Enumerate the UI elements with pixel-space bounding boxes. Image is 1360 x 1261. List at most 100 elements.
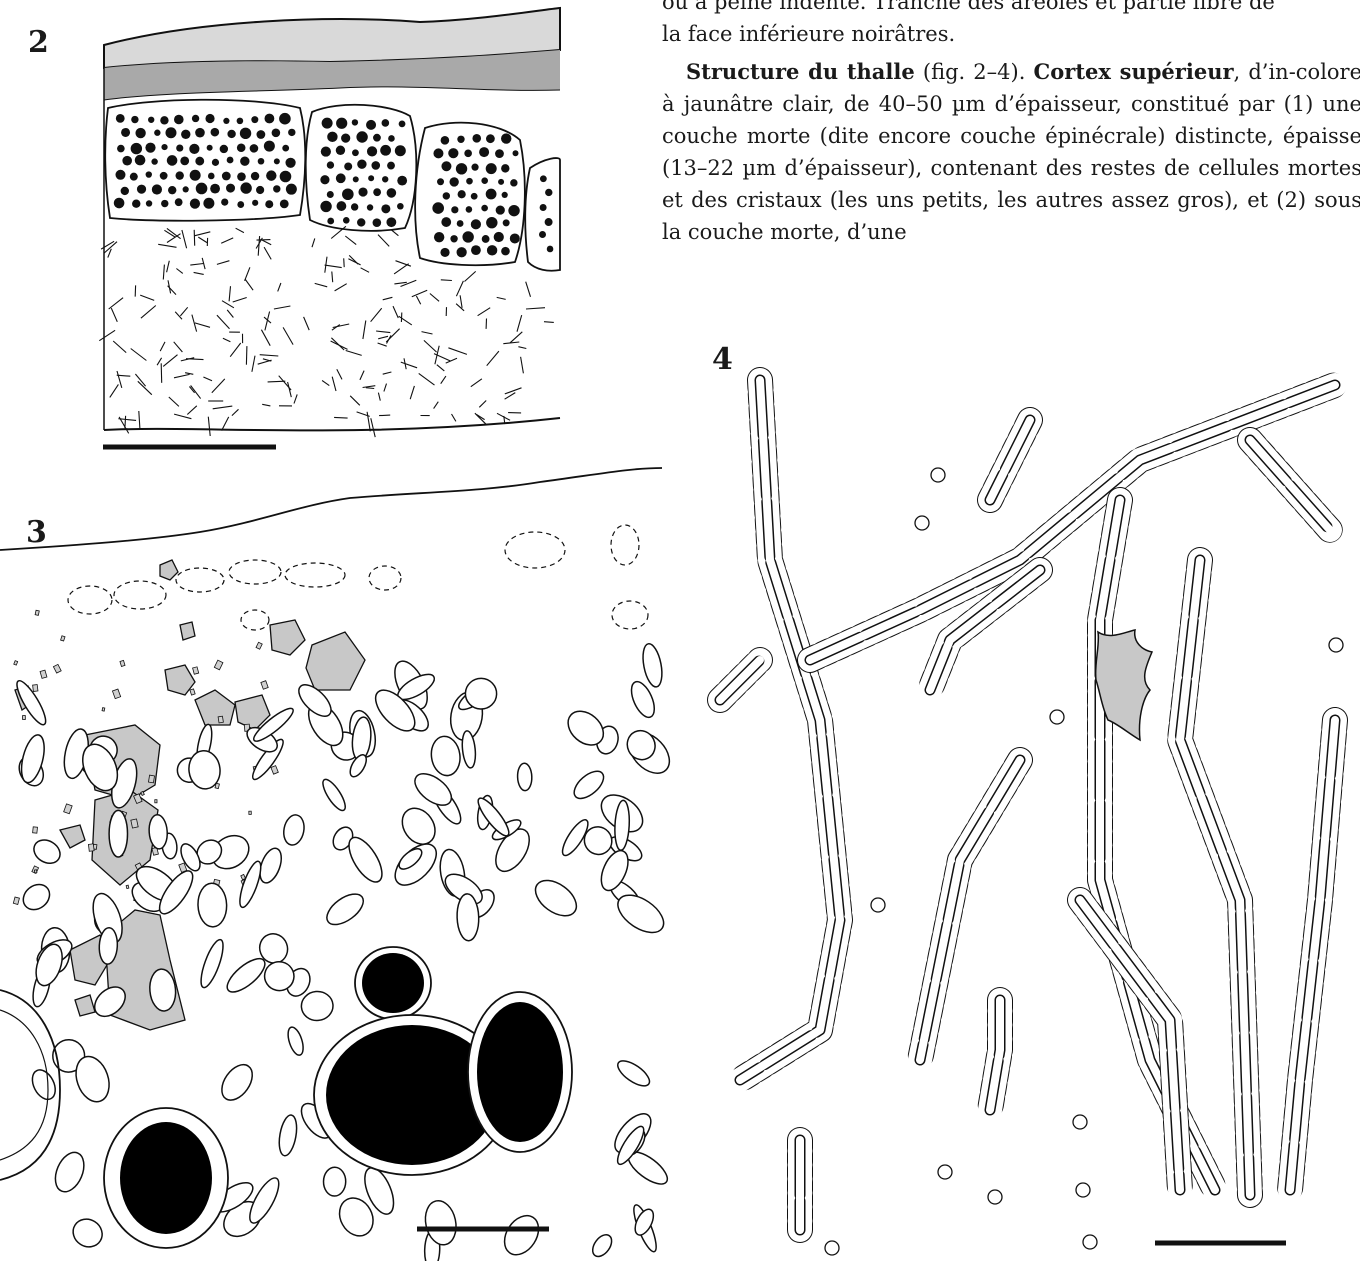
- fig2-algal-cell: [399, 120, 406, 127]
- fig2-algal-cell: [266, 170, 276, 180]
- fig2-algal-cell: [116, 114, 125, 123]
- fig2-algal-cell: [471, 219, 481, 229]
- fig2-algal-cell: [502, 192, 508, 198]
- fig2-algal-cell: [486, 163, 497, 174]
- fig2-algal-cell: [211, 128, 220, 137]
- fig4-spore: [988, 1190, 1002, 1204]
- fig2-hypha: [168, 286, 176, 295]
- fig2-hypha: [452, 414, 456, 421]
- fig2-algal-cell: [322, 118, 333, 129]
- fig4-hypha-lumen: [1290, 720, 1335, 1190]
- fig2-algal-cell: [154, 130, 160, 136]
- fig2-hypha: [185, 373, 193, 375]
- fig3-cell: [18, 879, 54, 914]
- fig2-algal-cell: [353, 176, 359, 182]
- fig3-cell: [28, 1066, 60, 1103]
- fig2-hypha: [521, 357, 524, 374]
- fig3-cell: [396, 802, 442, 850]
- fig3-cell: [197, 937, 228, 990]
- fig2-algal-cell: [449, 177, 458, 186]
- fig2-algal-cell: [167, 155, 178, 166]
- fig2-hypha: [263, 359, 271, 361]
- fig2-algal-cell: [486, 134, 495, 143]
- fig2-hypha: [456, 281, 463, 296]
- fig3-cell: [276, 1114, 299, 1157]
- fig3-dead-cell: [505, 532, 565, 568]
- fig2-algal-cell: [368, 175, 374, 181]
- fig4-spore: [931, 468, 945, 482]
- fig2-algal-cell: [501, 133, 511, 143]
- fig2-algal-cell: [545, 218, 553, 226]
- fig3-small-crystal: [131, 819, 138, 828]
- fig2-hypha: [141, 306, 156, 319]
- fig2-algal-cell: [282, 145, 289, 152]
- fig2-algal-cell: [121, 128, 130, 137]
- fig2-algal-cell: [190, 170, 201, 181]
- fig3-cell: [517, 763, 532, 791]
- fig3-cell: [322, 888, 369, 930]
- fig2-algal-cell: [168, 186, 176, 194]
- fig2-algal-cell: [223, 118, 229, 124]
- fig2-algal-cell: [114, 198, 125, 209]
- fig2-hypha: [376, 331, 390, 333]
- fig2-hypha: [304, 317, 310, 330]
- fig3-cell: [589, 1231, 616, 1260]
- fig2-hypha: [475, 413, 486, 424]
- fig2-hypha: [334, 417, 348, 418]
- fig3-cell: [281, 813, 306, 847]
- fig2-algal-cell: [174, 115, 184, 125]
- fig2-algal-cell: [451, 206, 458, 213]
- fig2-algal-cell: [352, 119, 358, 125]
- fig4-spore: [1076, 1183, 1090, 1197]
- fig2-hypha: [261, 330, 270, 346]
- fig2-algal-cell: [437, 178, 444, 185]
- fig2-algal-cell: [433, 148, 443, 158]
- fig2-hypha: [430, 294, 439, 302]
- fig2-algal-cell: [373, 188, 381, 196]
- fig2-hypha: [230, 343, 241, 357]
- fig3-crystal: [75, 995, 95, 1016]
- figure-4-drawing: [720, 380, 1343, 1255]
- fig2-hypha: [257, 240, 271, 241]
- fig3-small-crystal: [13, 897, 19, 904]
- fig2-hypha: [435, 346, 439, 365]
- fig2-algal-cell: [320, 201, 331, 212]
- fig2-hypha: [229, 286, 230, 301]
- fig2-algal-cell: [441, 136, 450, 145]
- fig2-algal-cell: [367, 146, 377, 156]
- fig4-spore: [1329, 638, 1343, 652]
- fig2-hypha: [110, 384, 119, 397]
- fig2-hypha: [410, 386, 414, 399]
- fig2-algal-cell: [448, 148, 458, 158]
- fig2-algal-cell: [288, 129, 295, 136]
- fig2-algal-cell: [195, 128, 205, 138]
- fig2-algal-cell: [327, 218, 334, 225]
- fig2-algal-cell: [387, 162, 395, 170]
- fig3-cell: [197, 883, 227, 928]
- fig2-algal-cell: [146, 200, 152, 206]
- fig2-algal-cell: [256, 130, 265, 139]
- fig2-algal-cell: [357, 159, 366, 168]
- fig3-small-crystal: [193, 667, 199, 674]
- fig2-algal-cell: [175, 198, 183, 206]
- fig2-algal-cell: [190, 199, 200, 209]
- fig2-algal-cell: [192, 115, 199, 122]
- fig3-small-crystal: [33, 685, 38, 692]
- fig4-spore: [1050, 710, 1064, 724]
- fig2-algal-cell: [358, 187, 367, 196]
- fig3-algal-cell: [120, 1122, 212, 1234]
- fig2-algal-cell: [457, 247, 467, 257]
- fig2-hypha: [337, 369, 342, 379]
- fig2-hypha: [424, 340, 437, 352]
- fig3-dead-cells: [68, 525, 648, 630]
- fig2-algal-cell: [357, 218, 365, 226]
- fig3-small-crystal: [126, 885, 129, 888]
- fig3-small-crystal: [190, 689, 195, 695]
- fig4-spore: [1073, 1115, 1087, 1129]
- fig2-hypha: [258, 236, 259, 256]
- fig2-hypha: [227, 310, 233, 318]
- fig3-cell: [109, 810, 127, 857]
- fig2-hypha: [441, 376, 446, 384]
- fig2-algal-cell: [137, 185, 146, 194]
- fig2-algal-cell: [458, 190, 466, 198]
